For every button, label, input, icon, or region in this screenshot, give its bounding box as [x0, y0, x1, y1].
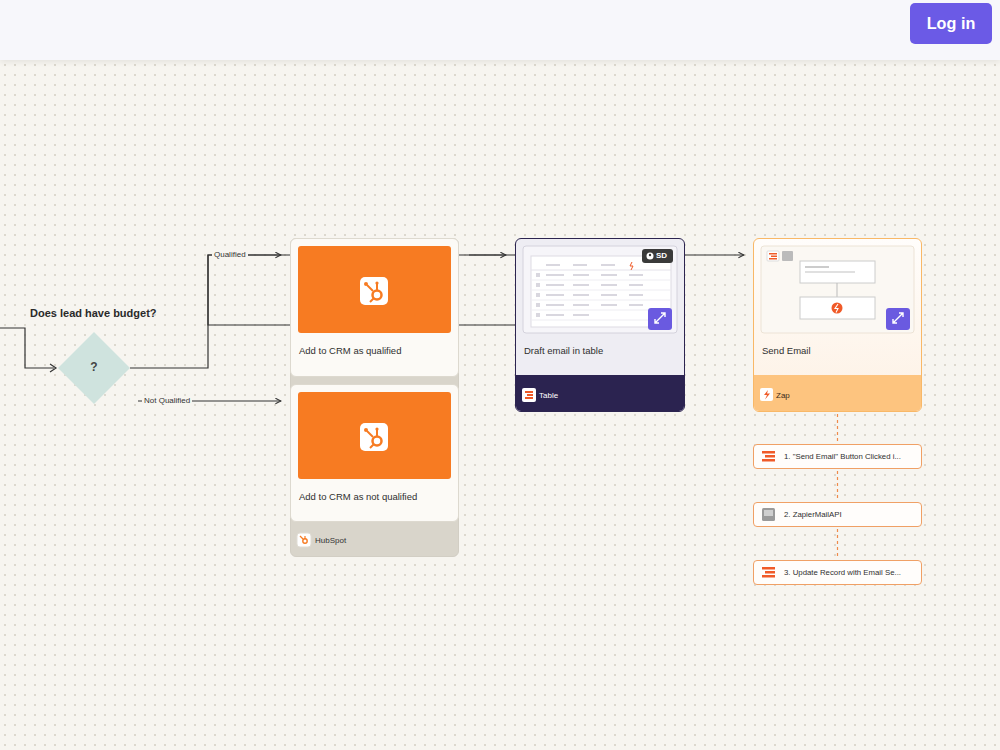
node-text: Zap: [776, 391, 790, 401]
step-box: 2. ZapierMailAPI: [753, 502, 922, 527]
step-box: 3. Update Record with Email Se...: [753, 560, 922, 585]
node-text: ?: [58, 360, 130, 374]
edge-label: Qualified: [212, 250, 248, 260]
user-badge-text: SD: [656, 251, 667, 261]
node-text: 3. Update Record with Email Se...: [784, 568, 901, 578]
node-text: Does lead have budget?: [30, 307, 157, 320]
process-card: Add to CRM as qualified: [290, 238, 459, 377]
node-text: Send Email: [762, 345, 811, 357]
dashed-connector: [837, 471, 838, 500]
process-card: Add to CRM as not qualified: [290, 384, 459, 522]
node-text: Log in: [910, 13, 992, 34]
node-text: 2. ZapierMailAPI: [784, 510, 842, 520]
table-card: Draft email in tableTable: [515, 238, 685, 412]
zap-card: Send EmailZap: [753, 238, 922, 412]
node-text: Add to CRM as not qualified: [299, 491, 417, 503]
edge-label: Not Qualified: [142, 396, 192, 406]
dashed-connector: [837, 529, 838, 558]
incoming-line: [0, 328, 54, 368]
node-text: HubSpot: [315, 536, 346, 546]
decision-diamond: Does lead have budget??: [58, 332, 130, 404]
login-button: Log in: [910, 3, 992, 44]
incoming-arrowhead: [50, 364, 56, 372]
node-text: Draft email in table: [524, 345, 603, 357]
node-text: 1. "Send Email" Button Clicked i...: [784, 452, 901, 462]
top-bar: [0, 0, 1000, 60]
node-text: Add to CRM as qualified: [299, 345, 401, 357]
step-box: 1. "Send Email" Button Clicked i...: [753, 444, 922, 469]
hubspot-group: HubSpot Add to CRM as qualifiedAdd to CRM…: [290, 238, 459, 557]
node-text: Table: [539, 391, 558, 401]
dashed-connector: [837, 414, 838, 442]
